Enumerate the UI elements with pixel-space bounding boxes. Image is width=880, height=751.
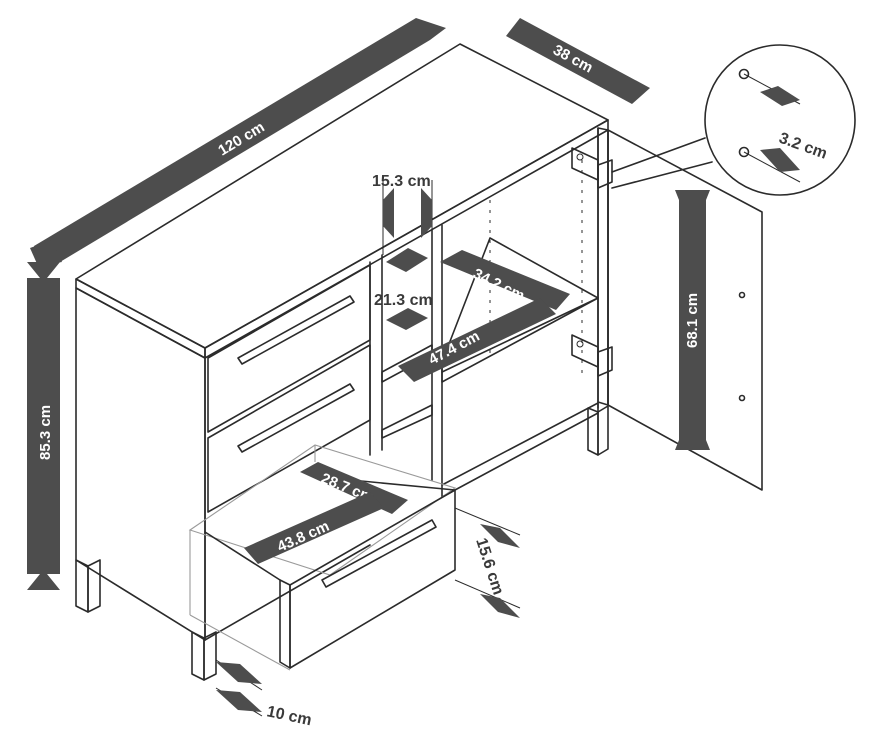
hinge-top-icon: [571, 147, 613, 189]
legs: [75, 405, 609, 681]
hinge-bottom-icon: [571, 334, 613, 377]
drawer-middle[interactable]: [207, 344, 371, 513]
dim-drawer-width-arrow: 43.8 cm: [244, 492, 384, 564]
drawer-top[interactable]: [207, 264, 371, 433]
dim-door-height-label: 68.1 cm: [684, 293, 701, 348]
dim-divider-gap-arrow: 15.3 cm: [372, 173, 433, 255]
dim-width-arrow: 120 cm: [30, 18, 446, 266]
dim-height-arrow: 85.3 cm: [27, 262, 60, 590]
drawer-bottom-open[interactable]: [188, 444, 457, 671]
dim-height-label: 85.3 cm: [37, 405, 54, 460]
hole-spacing-detail: 3.2 cm: [611, 44, 856, 196]
dim-drawer-height-arrow: 15.6 cm: [454, 507, 521, 618]
dim-leg-height-label: 10 cm: [265, 703, 313, 729]
dim-drawer-height-label: 15.6 cm: [472, 536, 506, 597]
dim-shelf-gap-label: 21.3 cm: [374, 292, 433, 309]
dim-depth-arrow: 38 cm: [506, 18, 650, 104]
dim-leg-height-arrow: 10 cm: [215, 659, 313, 729]
dim-door-height-arrow: 68.1 cm: [675, 190, 710, 450]
cabinet-body: [75, 43, 609, 681]
dim-shelf-width-arrow: 47.4 cm: [398, 298, 556, 382]
cabinet-door[interactable]: [597, 127, 763, 491]
dim-divider-gap-label: 15.3 cm: [372, 173, 431, 190]
dim-shelf-gap-arrow: 21.3 cm: [374, 248, 433, 330]
dim-shelf-depth-arrow: 34.2 cm: [440, 250, 570, 310]
